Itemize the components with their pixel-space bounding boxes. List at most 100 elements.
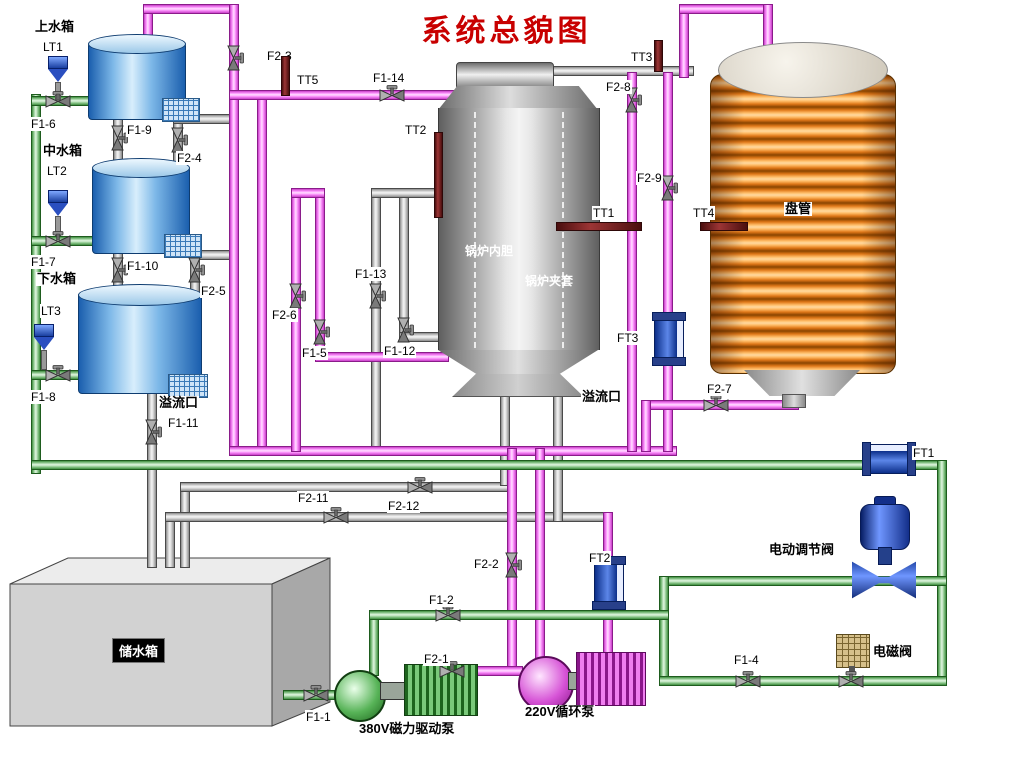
pipe: [641, 400, 651, 452]
temperature-sensor-tt3[interactable]: [654, 40, 663, 72]
valve-label-f2-12: F2-12: [387, 499, 421, 513]
pipe: [369, 610, 669, 620]
valve-label-f1-11: F1-11: [167, 416, 200, 430]
pipe: [659, 676, 947, 686]
solenoid-valve-coil[interactable]: [836, 634, 870, 668]
valve-label-f2-8: F2-8: [605, 80, 632, 94]
middle-water-tank-lid: [92, 158, 190, 178]
valve-label-f2-4: F2-4: [176, 151, 203, 165]
page-title: 系统总貌图: [421, 14, 592, 49]
valve-f1-9[interactable]: [108, 125, 128, 151]
sensor-label-ft2: FT2: [588, 551, 612, 565]
lower-tank-overflow-screen: [168, 374, 208, 398]
lower-tank-level-tag: LT3: [40, 304, 62, 318]
valve-label-f2-2: F2-2: [473, 557, 500, 571]
valve-label-f2-6: F2-6: [271, 308, 298, 322]
solenoid-valve-body[interactable]: [838, 671, 864, 691]
flow-sensor-ft3[interactable]: [654, 316, 684, 362]
valve-label-f1-4: F1-4: [733, 653, 760, 667]
valve-f2-3[interactable]: [224, 45, 244, 71]
valve-label-f1-1: F1-1: [305, 710, 332, 724]
sensor-label-tt3: TT3: [630, 50, 654, 64]
valve-f2-6[interactable]: [286, 283, 306, 309]
sensor-label-ft3: FT3: [616, 331, 640, 345]
valve-f2-9[interactable]: [658, 175, 678, 201]
coil-bottom-stub: [782, 394, 806, 408]
valve-f1-5[interactable]: [310, 319, 330, 345]
valve-label-f1-9: F1-9: [126, 123, 153, 137]
boiler-skirt: [452, 374, 584, 397]
circulation-pump-motor[interactable]: [576, 652, 646, 706]
valve-f1-8[interactable]: [45, 365, 71, 385]
valve-label-f1-12: F1-12: [383, 344, 417, 358]
valve-f1-13[interactable]: [366, 283, 386, 309]
sensor-label-tt2: TT2: [404, 123, 428, 137]
middle-tank-level-tag: LT2: [46, 164, 68, 178]
overflow-label-left: 溢流口: [158, 395, 200, 410]
regulating-valve-label: 电动调节阀: [768, 542, 836, 557]
flow-sensor-ft1[interactable]: [862, 442, 916, 476]
middle-tank-overflow-screen: [164, 234, 202, 258]
lower-tank-name: 下水箱: [36, 271, 78, 286]
valve-f1-1[interactable]: [303, 685, 329, 705]
valve-label-f2-9: F2-9: [636, 171, 663, 185]
upper-tank-overflow-screen: [162, 98, 200, 122]
valve-f1-6[interactable]: [45, 91, 71, 111]
pipe: [627, 72, 637, 452]
level-sensor-lt2[interactable]: [48, 190, 68, 236]
temperature-sensor-tt1[interactable]: [556, 222, 642, 231]
coil-top-dome: [718, 42, 888, 98]
valve-label-f1-6: F1-6: [30, 117, 57, 131]
valve-f2-11[interactable]: [323, 507, 349, 527]
temperature-sensor-tt5[interactable]: [281, 56, 290, 96]
pipe: [229, 446, 677, 456]
valve-label-f1-2: F1-2: [428, 593, 455, 607]
valve-f1-7[interactable]: [45, 231, 71, 251]
boiler-inner-label: 锅炉内胆: [465, 244, 514, 258]
valve-f1-10[interactable]: [108, 257, 128, 283]
valve-label-f1-8: F1-8: [30, 390, 57, 404]
upper-tank-name: 上水箱: [34, 19, 76, 34]
upper-tank-level-tag: LT1: [42, 40, 64, 54]
valve-label-f1-13: F1-13: [354, 267, 388, 281]
valve-f1-2[interactable]: [435, 605, 461, 625]
valve-f1-14[interactable]: [379, 85, 405, 105]
boiler-inner-line: [474, 112, 476, 348]
regulating-valve-stem: [878, 547, 892, 565]
coil-label: 盘管: [784, 201, 813, 216]
flow-sensor-ft2[interactable]: [594, 560, 624, 606]
temperature-sensor-tt2[interactable]: [434, 132, 443, 218]
solenoid-valve-stem: [849, 666, 855, 674]
valve-f2-2[interactable]: [502, 552, 522, 578]
valve-label-f1-14: F1-14: [372, 71, 406, 85]
overflow-label-right: 溢流口: [581, 389, 623, 404]
valve-f2-5[interactable]: [185, 257, 205, 283]
sensor-label-tt4: TT4: [692, 206, 716, 220]
upper-water-tank-lid: [88, 34, 186, 54]
valve-label-f2-5: F2-5: [200, 284, 227, 298]
sensor-label-ft1: FT1: [912, 446, 936, 460]
boiler-shoulder: [438, 86, 598, 110]
valve-f2-12[interactable]: [407, 477, 433, 497]
temperature-sensor-tt4[interactable]: [700, 222, 748, 231]
valve-label-f1-7: F1-7: [30, 255, 57, 269]
valve-f1-11[interactable]: [142, 419, 162, 445]
level-sensor-lt3[interactable]: [34, 324, 54, 370]
valve-f2-7[interactable]: [703, 395, 729, 415]
circulation-pump-label: 220V循环泵: [524, 704, 596, 719]
middle-tank-name: 中水箱: [42, 143, 84, 158]
valve-f2-4[interactable]: [168, 127, 188, 153]
valve-f1-4[interactable]: [735, 671, 761, 691]
valve-label-f2-1: F2-1: [423, 652, 450, 666]
valve-label-f2-11: F2-11: [297, 491, 330, 505]
valve-label-f1-10: F1-10: [126, 259, 160, 273]
valve-label-f2-7: F2-7: [706, 382, 733, 396]
valve-f1-12[interactable]: [394, 317, 414, 343]
sensor-label-tt5: TT5: [296, 73, 320, 87]
storage-tank-label: 储水箱: [112, 638, 166, 663]
solenoid-valve-label: 电磁阀: [872, 644, 914, 659]
sensor-label-tt1: TT1: [592, 206, 616, 220]
pipe: [291, 188, 325, 198]
